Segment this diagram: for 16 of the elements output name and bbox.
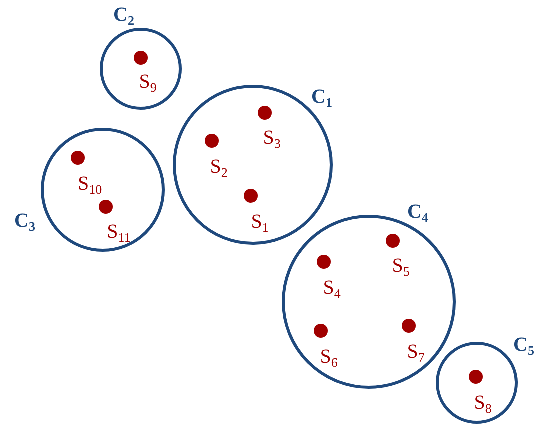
point-label: S$_{6}$: [320, 347, 338, 367]
point-label: S$_{2}$: [210, 157, 228, 177]
point-label: S$_{3}$: [263, 128, 281, 148]
cluster-label: C$_{4}$: [408, 202, 428, 222]
point-label: S$_{8}$: [474, 393, 492, 413]
cluster-label: C$_{2}$: [114, 5, 134, 25]
point-label: S$_{11}$: [107, 222, 131, 242]
cluster-label: C$_{1}$: [312, 87, 332, 107]
point-label: S$_{1}$: [251, 212, 269, 232]
point-label: S$_{5}$: [392, 256, 410, 276]
point-label: S$_{7}$: [407, 342, 425, 362]
point-label: S$_{9}$: [139, 72, 157, 92]
cluster-label: C$_{5}$: [514, 335, 534, 355]
cluster-label: C$_{3}$: [14, 211, 36, 231]
point-label: S$_{10}$: [78, 174, 102, 194]
point-label: S$_{4}$: [323, 278, 341, 298]
